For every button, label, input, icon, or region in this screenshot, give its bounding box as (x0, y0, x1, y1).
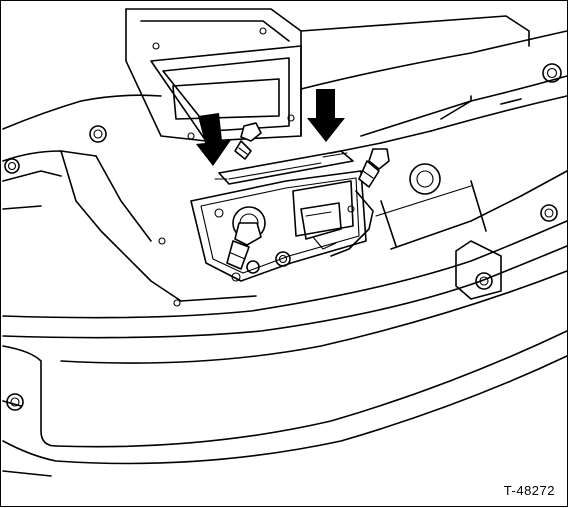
bolt-upper-left (234, 122, 262, 160)
figure-reference-code: T-48272 (503, 483, 555, 498)
hood-lock-assembly (190, 150, 374, 282)
upper-support-frame (125, 8, 530, 142)
cross-member (2, 30, 568, 339)
bolt-upper-right (358, 148, 390, 188)
arrow-left-callout (196, 113, 231, 166)
arrow-right-callout (307, 89, 345, 142)
bolt-lock (226, 222, 262, 270)
lower-beam (2, 270, 568, 477)
frame-fasteners (4, 63, 562, 307)
